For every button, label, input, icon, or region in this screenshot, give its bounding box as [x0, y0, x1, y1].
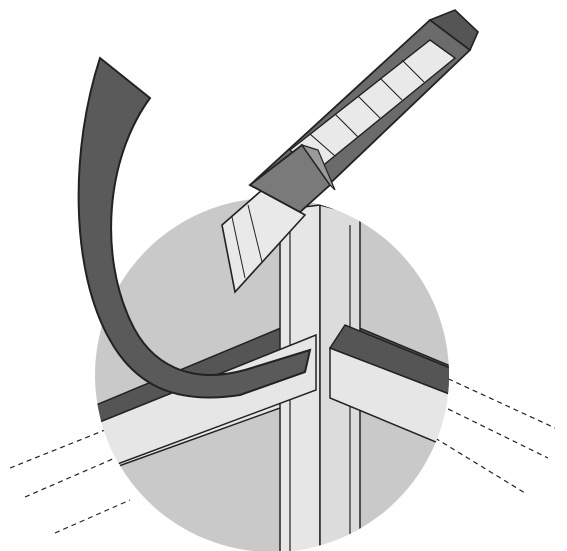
- illustration: [0, 0, 567, 551]
- tape-cutting-illustration: [0, 0, 567, 551]
